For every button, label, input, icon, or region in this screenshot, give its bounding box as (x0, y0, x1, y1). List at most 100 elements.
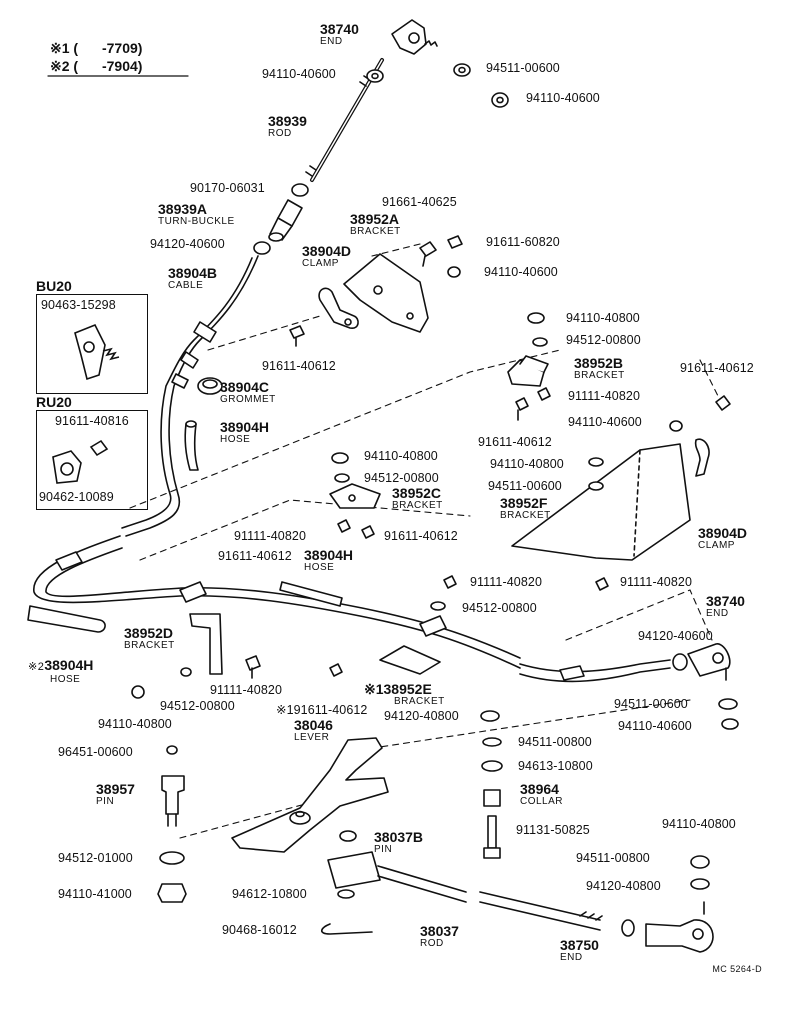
pin-38957-drawing (161, 745, 185, 827)
fastener-label: 91111-40820 (568, 389, 640, 403)
part-number: 38952B (574, 355, 624, 371)
inset-bu20-title: BU20 (36, 278, 72, 294)
part-name: CLAMP (302, 258, 339, 269)
clamp-bolt-icon (52, 439, 109, 484)
part-name: BRACKET (574, 370, 625, 381)
fastener-label: 91611-60820 (486, 235, 560, 249)
fastener-label: 94110-40800 (490, 457, 564, 471)
fastener-label: 94511-00600 (486, 61, 560, 75)
fastener-label: 90468-16012 (222, 923, 297, 937)
fastener-label: 94110-40600 (262, 67, 336, 81)
part-38957: 38957 PIN (96, 782, 135, 807)
part-38904h-c: ※238904H HOSE (28, 658, 93, 685)
fastener-label: 94110-40600 (618, 719, 692, 733)
fastener-label: 94110-40800 (98, 717, 172, 731)
part-38037b: 38037B PIN (374, 830, 423, 855)
part-38750: 38750 END (560, 938, 599, 963)
part-name: COLLAR (520, 796, 564, 807)
fastener-label: 94110-40800 (662, 817, 736, 831)
legend-line-2: ※2 ( -7904) (50, 58, 142, 75)
fastener-label: 94120-40600 (638, 629, 713, 643)
fastener-label: 94512-00800 (462, 601, 537, 615)
part-number: 38750 (560, 937, 599, 953)
fastener-label: 94511-00800 (576, 851, 650, 865)
part-name: PIN (374, 844, 393, 855)
part-38939a: 38939A TURN-BUCKLE (158, 202, 235, 227)
fastener-label: 94511-00600 (614, 697, 688, 711)
fastener-label: 91111-40820 (210, 683, 282, 697)
part-name: BRACKET (350, 226, 401, 237)
fastener-label: 91611-40612 (262, 359, 336, 373)
part-38904d-top: 38904D CLAMP (302, 244, 351, 269)
part-number: 38904C (220, 379, 270, 395)
part-38952f: 38952F BRACKET (500, 496, 551, 521)
fastener-label: 96451-00600 (58, 745, 133, 759)
part-name: CLAMP (698, 540, 735, 551)
legend-mark-2: ※2 (50, 58, 70, 74)
part-number: 38957 (96, 781, 135, 797)
part-number: 38952A (350, 211, 400, 227)
legend-value-1: -7709) (101, 40, 143, 56)
clamp-38904d-top-drawing (318, 287, 359, 329)
fastener-label: 91111-40820 (620, 575, 692, 589)
fastener-label: 94120-40600 (150, 237, 225, 251)
part-38952a: 38952A BRACKET (350, 212, 401, 237)
part-number: 38964 (520, 781, 559, 797)
fastener-label: 94512-00800 (364, 471, 439, 485)
fastener-label: 94110-40800 (566, 311, 640, 325)
fastener-label: 94110-40600 (484, 265, 558, 279)
fastener-label: 94120-40800 (586, 879, 661, 893)
part-number: 38904H (220, 419, 270, 435)
legend-value-2: -7904) (101, 58, 143, 74)
part-number: 38046 (294, 717, 333, 733)
part-number: ※138952E (364, 681, 432, 697)
part-number: 38904H (304, 547, 354, 563)
part-38952b: 38952B BRACKET (574, 356, 625, 381)
end-38740-top-drawing (391, 19, 438, 55)
part-38904d-right: 38904D CLAMP (698, 526, 747, 551)
fastener-label: 94120-40800 (384, 709, 459, 723)
inset-ru20-part-2: 90462-10089 (39, 490, 114, 504)
part-number: 38740 (320, 21, 359, 37)
part-38952c: 38952C BRACKET (392, 486, 443, 511)
fastener-label: 91611-40612 (218, 549, 292, 563)
part-name: CABLE (168, 280, 204, 291)
part-name: BRACKET (394, 696, 445, 707)
part-number: 38952D (124, 625, 174, 641)
lever-38046-drawing (231, 737, 389, 853)
part-name: BRACKET (500, 510, 551, 521)
part-name: LEVER (294, 732, 330, 743)
fastener-label: 91131-50825 (516, 823, 590, 837)
rod-38037-drawing (327, 830, 603, 931)
part-38939: 38939 ROD (268, 114, 307, 139)
legend-open-2: ( (73, 58, 79, 74)
part-name: ROD (420, 938, 444, 949)
fastener-label: 94613-10800 (518, 759, 593, 773)
part-number: 38952C (392, 485, 442, 501)
fastener-label: ※191611-40612 (276, 703, 368, 717)
fastener-label: 91611-40612 (680, 361, 754, 375)
part-38740-right: 38740 END (706, 594, 745, 619)
part-38952e: ※138952E BRACKET (364, 682, 445, 707)
fastener-label: 91111-40820 (234, 529, 306, 543)
fastener-label: 94512-00800 (160, 699, 235, 713)
fastener-label: 91611-40612 (478, 435, 552, 449)
part-38904h-a: 38904H HOSE (220, 420, 269, 445)
part-38740-top: 38740 END (320, 22, 359, 47)
drawing-code: MC 5264-D (712, 964, 762, 974)
fastener-label: 94612-10800 (232, 887, 307, 901)
part-38037: 38037 ROD (420, 924, 459, 949)
part-name: END (560, 952, 583, 963)
part-name: TURN-BUCKLE (158, 216, 235, 227)
part-38046: 38046 LEVER (294, 718, 333, 743)
fastener-label: 91111-40820 (470, 575, 542, 589)
fastener-label: 94110-41000 (58, 887, 132, 901)
main-cable-drawing (33, 535, 671, 683)
part-name: BRACKET (124, 640, 175, 651)
part-38952d: 38952D BRACKET (124, 626, 175, 651)
legend-line-1: ※1 ( -7709) (50, 40, 142, 57)
fastener-label: 94110-40600 (568, 415, 642, 429)
part-number: 38740 (706, 593, 745, 609)
part-name: END (706, 608, 729, 619)
